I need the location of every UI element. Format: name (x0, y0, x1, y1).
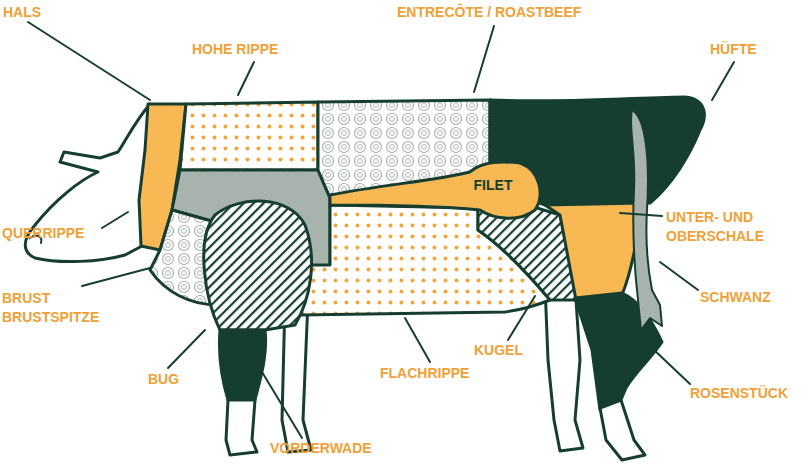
cut-region (180, 102, 318, 170)
leg (545, 285, 583, 451)
cut-label: HOHE RIPPE (192, 40, 278, 59)
cut-label: HALS (3, 3, 41, 22)
leader-line (712, 62, 734, 100)
leader-line (474, 26, 494, 92)
leg (600, 400, 645, 460)
cut-label: FILET (460, 177, 526, 194)
cut-label: UNTER- UND OBERSCHALE (666, 208, 784, 246)
leader-line (102, 212, 128, 228)
leader-line (168, 330, 205, 368)
leader-line (262, 372, 302, 438)
leader-line (660, 262, 698, 290)
leader-line (82, 268, 150, 286)
cut-label: KUGEL (474, 341, 523, 360)
cut-label: BRUST BRUSTSPITZE (2, 289, 120, 327)
cut-region (219, 330, 265, 400)
cut-label: VORDERWADE (270, 439, 372, 458)
leader-line (28, 22, 150, 100)
cut-label: BUG (148, 370, 179, 389)
cut-label: ROSENSTÜCK (690, 384, 788, 403)
leader-line (620, 213, 662, 216)
leader-line (405, 318, 430, 362)
leader-line (652, 348, 690, 384)
leader-line (238, 62, 254, 95)
leader-line (508, 296, 535, 340)
cut-region (330, 162, 540, 218)
cut-label: FLACHRIPPE (380, 364, 469, 383)
cut-label: ENTRECÔTE / ROASTBEEF (397, 3, 581, 22)
cut-shape: FILET (325, 155, 555, 227)
cut-label: SCHWANZ (700, 288, 771, 307)
tail (631, 110, 662, 330)
cut-region (545, 203, 642, 301)
shape-outline (325, 155, 555, 227)
cut-region (204, 201, 312, 330)
cut-label: HÜFTE (710, 40, 757, 59)
cut-label: QUERRIPPE (2, 224, 84, 243)
leg (226, 400, 257, 455)
